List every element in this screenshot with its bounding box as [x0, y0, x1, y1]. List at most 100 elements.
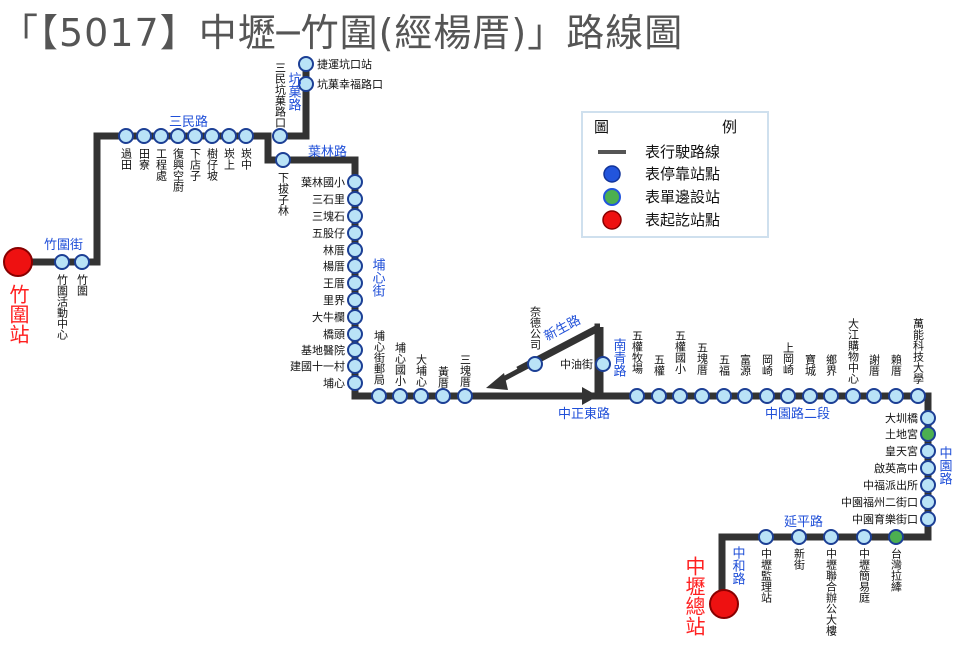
stops-yanping: 台灣拉縴 中壢簡易庭 中壢聯合辦公大樓 新街 中壢監理站 延平路 中和路 [730, 514, 904, 637]
stop-marker [920, 443, 936, 459]
stop-marker [347, 309, 363, 325]
legend-stop-swatch [603, 165, 621, 183]
stop-marker [238, 128, 254, 144]
stop-marker [54, 254, 70, 270]
stop-label: 啟英高中 [874, 461, 918, 475]
stop-label: 王厝 [323, 277, 345, 290]
stop-marker [347, 242, 363, 258]
stop-label: 岡崎 [761, 354, 774, 376]
legend-oneside-swatch [603, 188, 621, 206]
stop-label: 三塊厝 [459, 354, 472, 388]
stop-marker [347, 342, 363, 358]
stop-label: 三塊石 [312, 210, 345, 223]
stop-label: 五權國小 [674, 330, 687, 375]
oneside-stop-marker [888, 529, 904, 545]
stop-marker [780, 388, 796, 404]
stop-marker [629, 388, 645, 404]
stop-label: 里界 [323, 294, 345, 307]
stop-marker [920, 494, 936, 510]
road-label: 坑菓路 [286, 72, 302, 111]
stop-label: 中壢監理站 [760, 548, 773, 604]
stops-puxin: 葉林國小 三石里 三塊石 五股仔 林厝 楊厝 王厝 里界 大牛欄 橋頭 基地醫院… [290, 174, 386, 391]
stop-marker [392, 388, 408, 404]
stop-marker [823, 388, 839, 404]
stop-label: 黃厝 [437, 366, 450, 389]
arrow-head-zhongzheng [582, 387, 598, 405]
stop-marker [920, 460, 936, 476]
stop-label: 萬能科技大學 [912, 318, 925, 385]
stop-marker [802, 388, 818, 404]
stop-label: 五股仔 [312, 227, 345, 240]
terminal-end-marker [709, 589, 739, 619]
stop-label: 大埔心 [415, 353, 428, 387]
stop-label: 崁中 [240, 148, 253, 170]
stop-label: 奈德公司 [529, 305, 542, 350]
stop-label: 土地宮 [885, 427, 918, 441]
stop-marker [347, 275, 363, 291]
stop-label: 捷運坑口站 [317, 57, 372, 71]
stop-marker [920, 511, 936, 527]
stop-label: 樹仔坡 [206, 148, 219, 182]
terminal-start-marker [3, 247, 33, 277]
stop-label: 田寮 [138, 148, 151, 171]
stops-zhongyuan2: 五權牧場 五權 五權國小 五塊厝 五福 富源 岡崎 上岡崎 寶城 鄉界 大江購物… [629, 317, 926, 422]
stop-marker [457, 388, 473, 404]
road-label: 埔心街 [370, 258, 386, 297]
legend-stop-label: 表停靠站點 [645, 165, 720, 183]
stop-marker [694, 388, 710, 404]
stops-zhongyuan: 大圳橋 土地宮 皇天宮 啟英高中 中福派出所 中園福州二街口 中園育樂街口 中園… [841, 410, 952, 527]
legend-title-right: 例 [722, 118, 737, 136]
stop-label: 賴厝 [890, 353, 903, 377]
stop-label: 謝厝 [868, 353, 881, 377]
stop-label: 三民坑菓路口 [274, 62, 287, 128]
stop-marker [74, 254, 90, 270]
stop-label: 中壢簡易庭 [858, 548, 871, 603]
stop-marker [716, 388, 732, 404]
stop-label: 中園育樂街口 [852, 512, 918, 526]
stop-label: 葉林國小 [301, 175, 345, 189]
stop-marker [413, 388, 429, 404]
stop-label: 下拔子林 [277, 172, 290, 216]
stop-label: 中福派出所 [863, 478, 918, 492]
stop-label: 竹圍活動中心 [56, 273, 69, 340]
stop-label: 中油街 [560, 357, 593, 371]
stop-label: 上岡崎 [782, 342, 795, 375]
stop-marker [275, 152, 291, 168]
stop-marker [298, 76, 314, 92]
stop-marker [347, 191, 363, 207]
stop-marker [347, 174, 363, 190]
stop-label: 中壢聯合辦公大樓 [825, 548, 838, 637]
stop-label: 崁上 [223, 148, 236, 170]
stops-xinsheng: 奈德公司 中油街 新生路 南青路 中正東路 [527, 305, 626, 422]
stop-label: 埔心街郵局 [373, 330, 386, 386]
oneside-stop-marker [595, 356, 611, 372]
stop-marker [347, 326, 363, 342]
stop-marker [347, 358, 363, 374]
stop-label: 下店子 [189, 148, 202, 181]
road-label: 三民路 [169, 114, 208, 130]
stop-marker [347, 375, 363, 391]
stop-marker [435, 388, 451, 404]
legend-oneside-label: 表單邊設站 [645, 188, 720, 206]
stop-label: 橋頭 [323, 327, 345, 341]
stop-marker [758, 529, 774, 545]
legend-title-left: 圖 [594, 118, 609, 136]
stop-marker [347, 225, 363, 241]
stop-label: 基地醫院 [301, 343, 345, 357]
road-label: 葉林路 [308, 144, 347, 160]
arrow-xinsheng [494, 324, 602, 386]
road-label: 中正東路 [558, 406, 610, 422]
stop-marker [672, 388, 688, 404]
stop-marker [298, 56, 314, 72]
stop-marker [170, 128, 186, 144]
stop-marker [920, 410, 936, 426]
stop-marker [347, 292, 363, 308]
stop-marker [651, 388, 667, 404]
stop-marker [759, 388, 775, 404]
stop-marker [272, 128, 288, 144]
stop-label: 建國十一村 [290, 359, 345, 373]
stop-label: 鄉界 [825, 354, 838, 377]
stop-label: 大圳橋 [885, 411, 918, 425]
oneside-stop-marker [527, 356, 543, 372]
